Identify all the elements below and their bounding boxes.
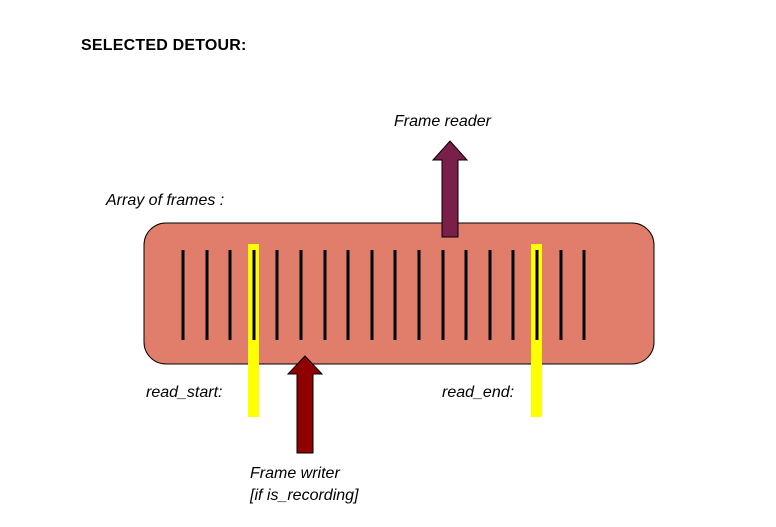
frame-writer-arrow — [286, 355, 324, 454]
frame-reader-label: Frame reader — [394, 113, 491, 130]
page-title: SELECTED DETOUR: — [81, 37, 247, 54]
array-of-frames-label: Array of frames : — [106, 192, 225, 209]
frame-array-box — [143, 222, 655, 365]
read-end-label: read_end: — [442, 384, 515, 401]
frame-reader-arrow — [431, 140, 469, 238]
read-start-label: read_start: — [146, 384, 223, 401]
frame-writer-title: Frame writer — [250, 465, 340, 482]
frame-writer-label: Frame writer [if is_recording] — [250, 463, 359, 507]
frame-writer-condition: [if is_recording] — [250, 487, 359, 504]
